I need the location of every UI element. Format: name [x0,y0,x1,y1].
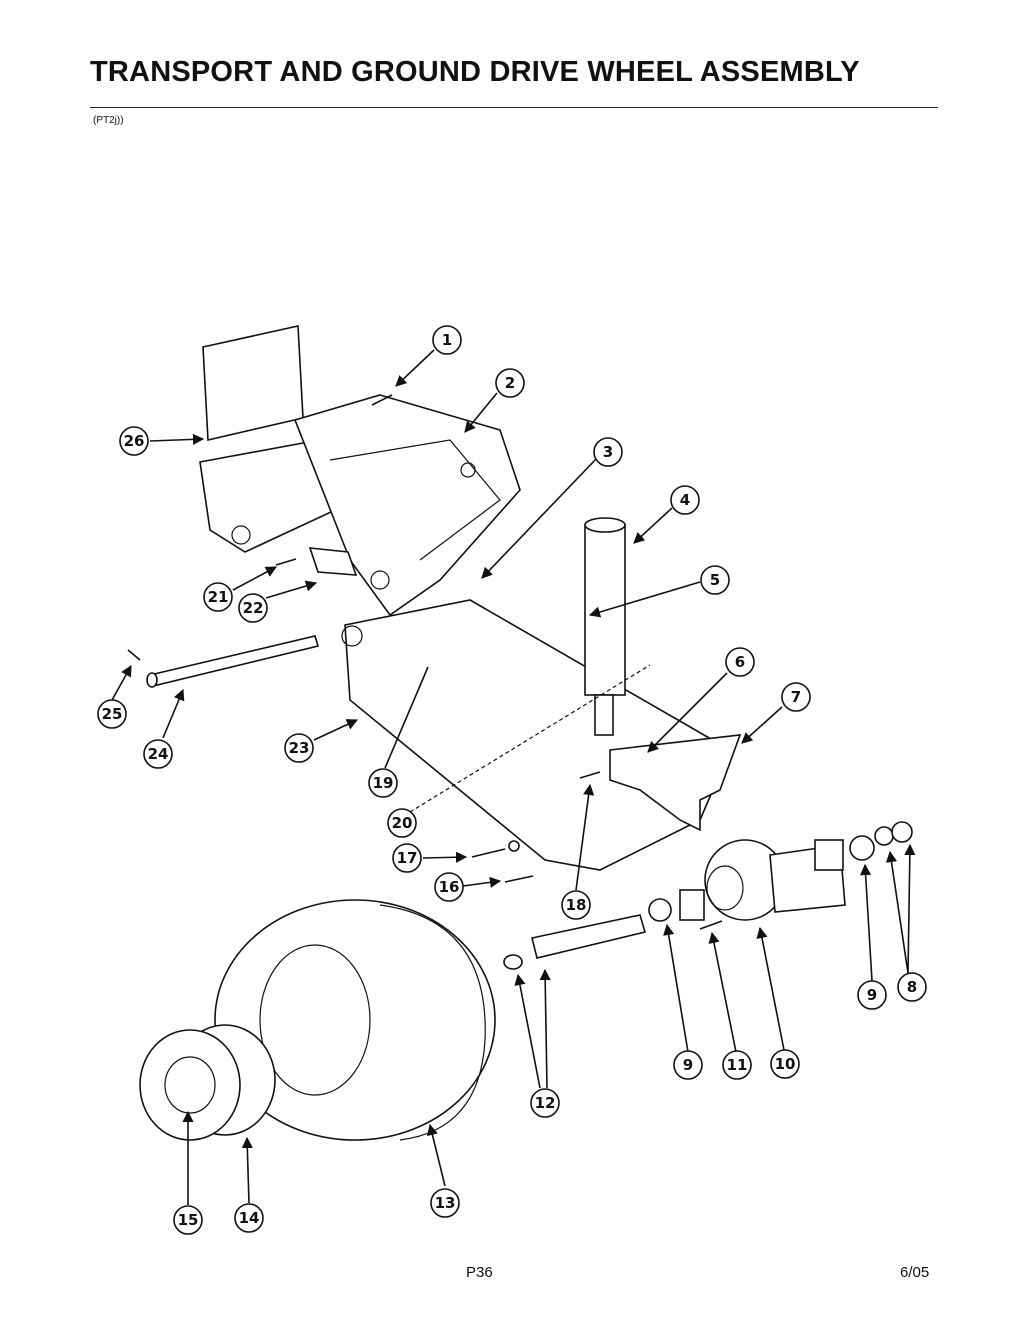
callout-5: 5 [700,565,730,595]
hub-part [704,839,846,921]
plate-bracket-part [609,734,742,832]
callout-23: 23 [284,733,314,763]
callout-7: 7 [781,682,811,712]
callout-13: 13 [430,1188,460,1218]
callout-12: 12 [530,1088,560,1118]
callout-26: 26 [119,426,149,456]
svg-text:10: 10 [775,1055,796,1073]
callout-2: 2 [495,368,525,398]
callout-19: 19 [368,768,398,798]
svg-text:22: 22 [243,599,264,617]
callout-24: 24 [143,739,173,769]
svg-text:9: 9 [683,1056,693,1074]
svg-text:3: 3 [603,443,613,461]
svg-text:15: 15 [178,1211,199,1229]
callout-25: 25 [97,699,127,729]
bearing-cone-part [648,898,672,922]
revision-date: 6/05 [900,1264,930,1281]
callout-9-outer: 9 [857,980,887,1010]
plate-22-part [308,547,358,576]
callout-18: 18 [561,890,591,920]
callout-14: 14 [234,1203,264,1233]
svg-text:4: 4 [680,491,690,509]
pin-part [127,649,141,661]
svg-text:26: 26 [124,432,145,450]
axle-part [503,914,647,970]
svg-text:6: 6 [735,653,745,671]
callout-17: 17 [392,843,422,873]
title-rule [90,107,938,108]
bolt-11-part [699,920,723,930]
svg-text:8: 8 [907,978,917,996]
svg-text:20: 20 [392,814,413,832]
svg-text:11: 11 [727,1056,748,1074]
page-number: P36 [466,1264,493,1281]
svg-text:14: 14 [239,1209,260,1227]
tire-part [214,899,496,1141]
lower-arm-part [341,599,732,871]
bolt-1-part [371,394,393,406]
callout-1: 1 [432,325,462,355]
callout-21: 21 [203,582,233,612]
svg-text:2: 2 [505,374,515,392]
leader-lines [111,349,916,1205]
svg-text:21: 21 [208,588,229,606]
callout-8: 8 [897,972,927,1002]
callout-22: 22 [238,593,268,623]
callout-20: 20 [387,808,417,838]
svg-text:17: 17 [397,849,418,867]
callout-15: 15 [173,1205,203,1235]
bolt-21-part [275,558,297,566]
section-code: (PT2j)) [93,115,124,126]
callout-3: 3 [593,437,623,467]
svg-text:19: 19 [373,774,394,792]
hex-nut-part [891,821,913,843]
svg-text:18: 18 [566,896,587,914]
long-shaft-part [146,635,320,688]
bolt-16-part [504,875,534,883]
callout-11: 11 [722,1050,752,1080]
svg-text:12: 12 [535,1094,556,1112]
callout-4: 4 [670,485,700,515]
svg-text:25: 25 [102,705,123,723]
callout-9-inner: 9 [673,1050,703,1080]
bolt-17-part [471,848,506,858]
svg-text:1: 1 [442,331,452,349]
bearing-cup-part [679,889,705,921]
wheel-rim-part [139,1024,276,1141]
svg-text:24: 24 [148,745,169,763]
svg-text:23: 23 [289,739,310,757]
callout-10: 10 [770,1049,800,1079]
svg-text:9: 9 [867,986,877,1004]
svg-text:13: 13 [435,1194,456,1212]
outer-bearing-part [849,835,875,861]
svg-text:16: 16 [439,878,460,896]
bolt-18-part [579,771,601,779]
washer-part [874,826,894,846]
main-frame-part [293,394,521,617]
callout-6: 6 [725,647,755,677]
mounting-bracket-part [199,325,347,553]
callout-16: 16 [434,872,464,902]
svg-text:7: 7 [791,688,801,706]
washer-17-part [508,840,520,852]
svg-text:5: 5 [710,571,720,589]
page-title: TRANSPORT AND GROUND DRIVE WHEEL ASSEMBL… [90,56,860,88]
